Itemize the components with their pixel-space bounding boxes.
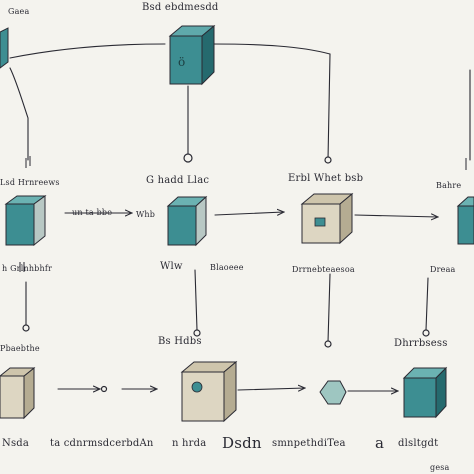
node-hexagon: [319, 380, 347, 405]
connector-far-right-down: [425, 277, 429, 331]
box-row2-right: [300, 192, 354, 245]
box-top-left: [0, 27, 9, 69]
label-bottom-5: smnpethdiTea: [272, 438, 346, 449]
connector-top-right: [211, 43, 331, 55]
node-dot-far-right-bottom: [422, 329, 430, 337]
label-row1-right: Erbl Whet bsb: [288, 173, 364, 184]
node-dot-center-top: [183, 153, 193, 163]
label-row3-right: Dhrrbsess: [394, 338, 448, 349]
label-bottom-2: ta cdnrmsdcerbdAn: [50, 438, 154, 449]
label-top-center: Bsd ebdmesdd: [142, 2, 219, 13]
node-dot-right-top: [324, 156, 332, 164]
label-row2-far-right: Dreaa: [430, 265, 456, 274]
box-row3-left: [0, 366, 36, 420]
label-arrow-left: un ta bbe: [72, 208, 113, 217]
box-row2-center: [166, 195, 208, 247]
label-bottom-4: Dsdn: [222, 434, 262, 452]
node-dot-right-bottom: [324, 340, 332, 348]
label-bottom-1: Nsda: [2, 438, 30, 449]
connector-right-down: [327, 273, 331, 343]
arrow-right-to-far-right: [354, 215, 438, 217]
svg-text:ö: ö: [178, 55, 185, 69]
connector-top-left-drop: [9, 67, 29, 161]
connector-center-down: [194, 269, 198, 331]
box-top-center: ö: [168, 24, 216, 86]
label-arrow-center: Whb: [136, 210, 156, 219]
node-dot-center-bottom: [193, 329, 201, 337]
label-row3-left: Pbaebthe: [0, 344, 40, 353]
box-row2-left: [4, 195, 47, 247]
box-row3-right: [402, 366, 448, 419]
label-row2-center-a: Wlw: [160, 261, 183, 272]
label-row1-left: Lsd Hrnreews: [0, 178, 60, 187]
node-dot-left-bottom: [22, 324, 30, 332]
node-dot-arrow-bottom: [100, 385, 108, 393]
label-top-left: Gaea: [8, 7, 30, 16]
label-row2-right: Drrnebteaesoa: [292, 265, 355, 274]
connector-top-left: [9, 43, 166, 59]
label-bottom-7: dlsltgdt: [398, 438, 439, 449]
label-row2-center-b: Blaoeee: [210, 263, 244, 272]
label-bottom-3: n hrda: [172, 438, 207, 449]
box-row3-center: [180, 360, 238, 423]
arrow-bottom-right: [237, 388, 305, 390]
label-row1-far-right: Bahre: [436, 181, 462, 190]
label-row1-center: G hadd Llac: [146, 175, 210, 186]
label-row2-left: h Grlnhbhfr: [2, 264, 53, 273]
arrow-center-to-right: [214, 212, 284, 215]
label-bottom-6: a: [375, 434, 385, 452]
label-row3-center: Bs Hdbs: [158, 336, 202, 347]
connector-top-right-drop: [327, 53, 331, 161]
label-bottom-8: gesa: [430, 463, 450, 472]
box-row2-far-right: [456, 196, 474, 245]
